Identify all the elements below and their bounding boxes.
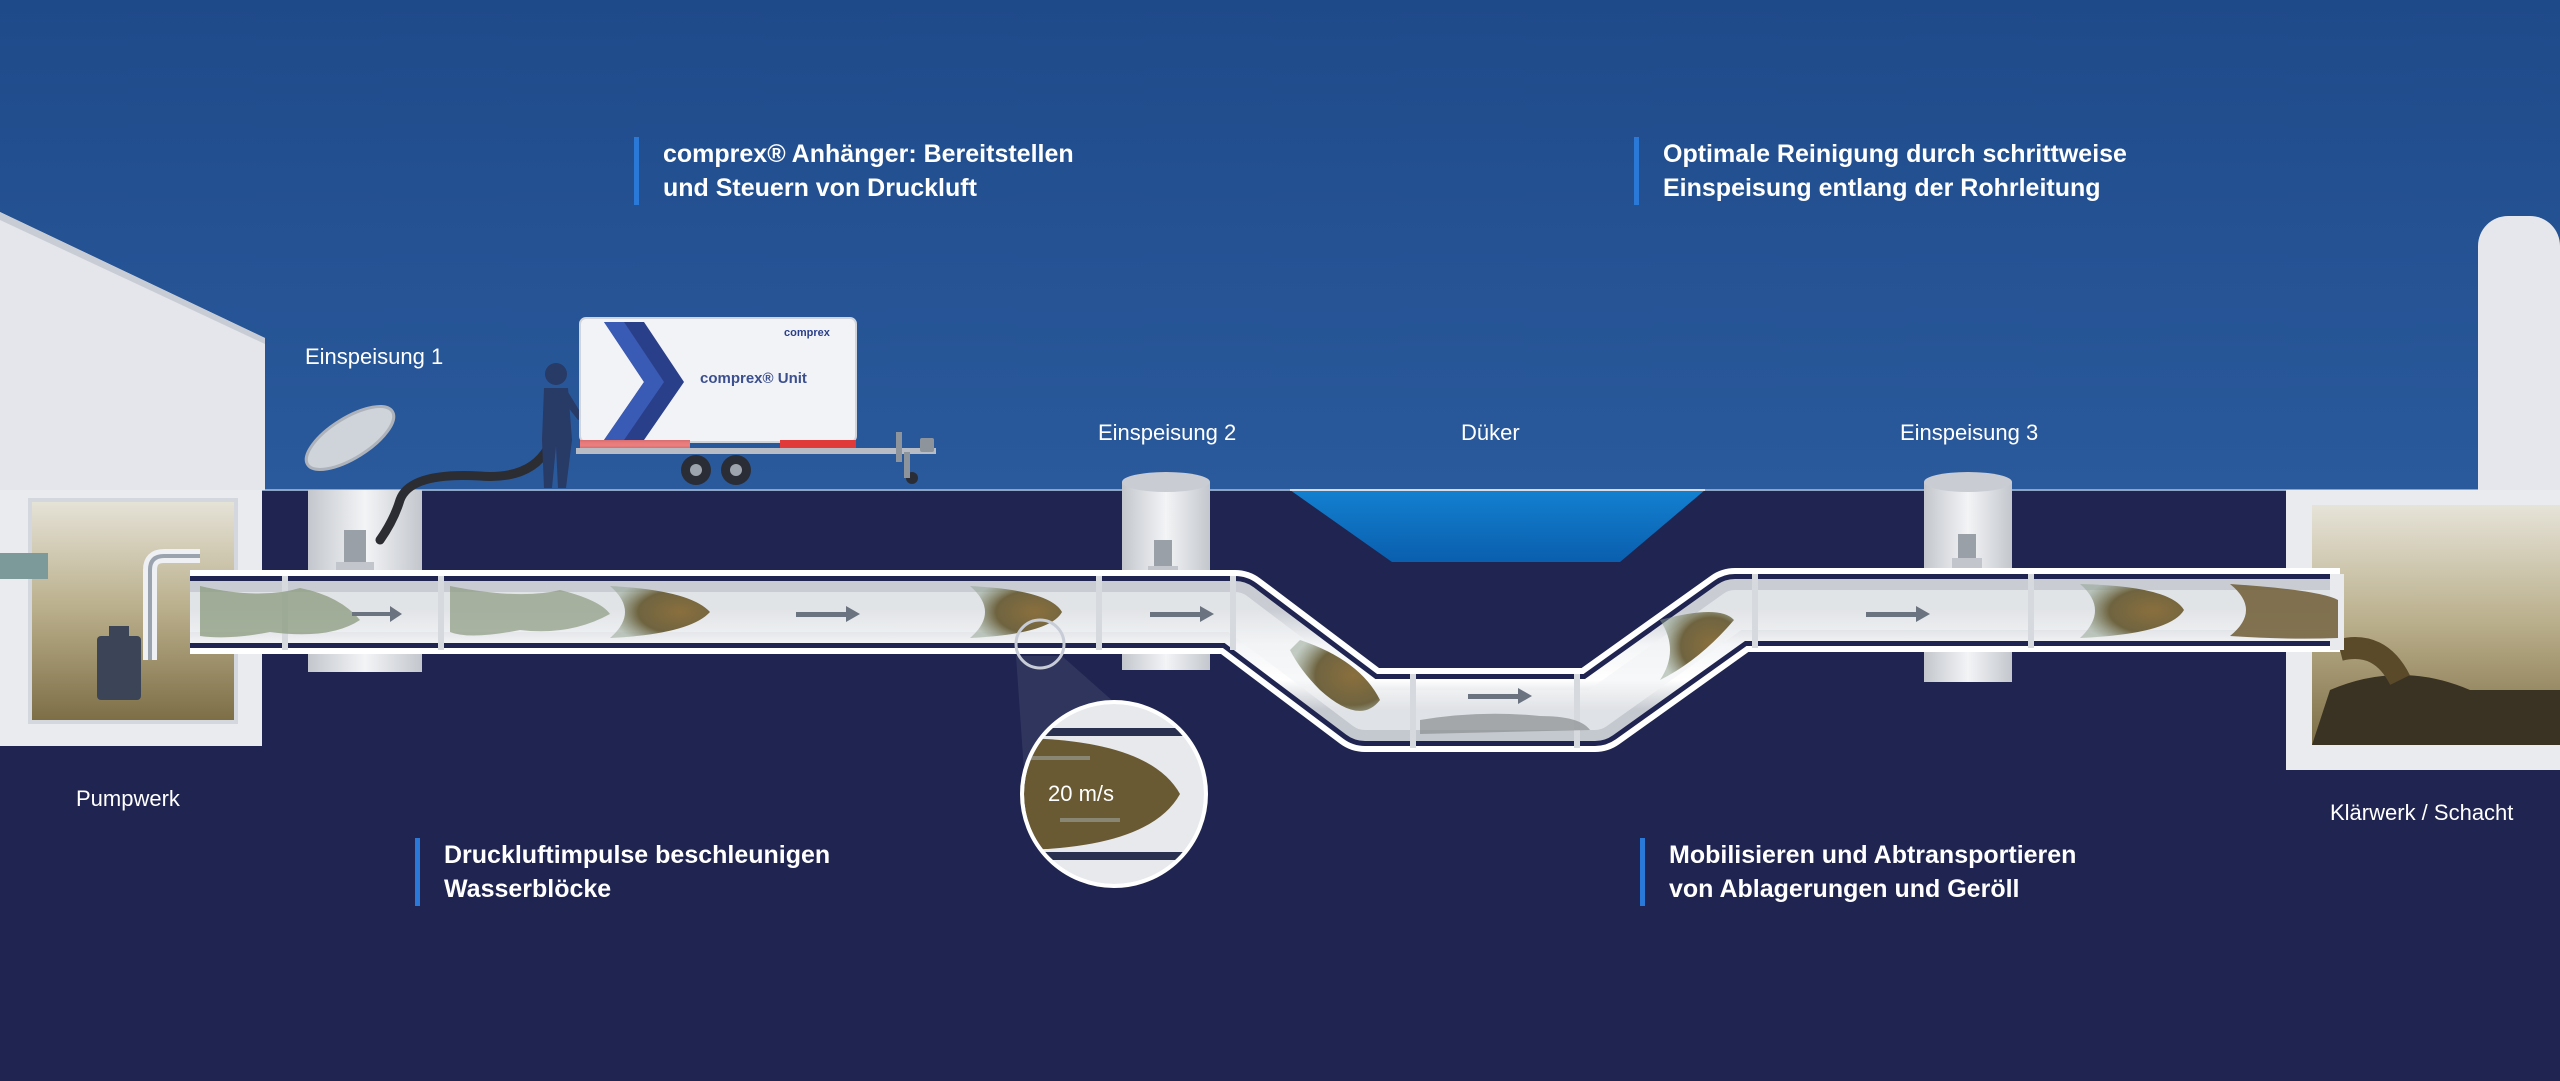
dueker-water	[1290, 489, 1705, 562]
sediment-blocks	[200, 584, 2338, 734]
label-feed-1: Einspeisung 1	[305, 344, 444, 369]
flow-arrows	[352, 606, 1930, 704]
callout-mobilize-line-2: von Ablagerungen und Geröll	[1669, 875, 2020, 903]
pump-station-building	[0, 212, 265, 746]
callout-mobilize-line-1: Mobilisieren und Abtransportieren	[1669, 841, 2077, 869]
label-dueker: Düker	[1461, 420, 1520, 445]
label-feed-2: Einspeisung 2	[1098, 420, 1237, 445]
zoom-detail	[1014, 618, 1208, 888]
callout-trailer: comprex® Anhänger: Bereitstellen und Ste…	[634, 137, 1074, 205]
callout-cleaning-line-2: Einspeisung entlang der Rohrleitung	[1663, 174, 2101, 202]
trailer-brand-small: comprex	[784, 327, 830, 339]
trailer-unit-label: comprex® Unit	[700, 370, 807, 387]
callout-impulses: Druckluftimpulse beschleunigen Wasserblö…	[415, 838, 830, 906]
callout-impulses-line-2: Wasserblöcke	[444, 875, 612, 903]
trailer	[576, 317, 936, 485]
callout-trailer-line-1: comprex® Anhänger: Bereitstellen	[663, 140, 1074, 168]
callout-mobilize: Mobilisieren und Abtransportieren von Ab…	[1640, 838, 2076, 906]
worker-figure	[542, 363, 584, 488]
zoom-speed-label: 20 m/s	[1048, 781, 1115, 806]
callout-trailer-line-2: und Steuern von Druckluft	[663, 174, 977, 202]
callout-cleaning: Optimale Reinigung durch schrittweise Ei…	[1634, 137, 2127, 205]
callout-impulses-line-1: Druckluftimpulse beschleunigen	[444, 841, 831, 869]
sky-background	[0, 0, 2560, 490]
open-lid	[304, 405, 396, 471]
label-feed-3: Einspeisung 3	[1900, 420, 2039, 445]
callout-cleaning-line-1: Optimale Reinigung durch schrittweise	[1663, 140, 2127, 168]
label-treatment-plant: Klärwerk / Schacht	[2330, 800, 2514, 825]
air-hose	[375, 443, 553, 545]
label-pump-station: Pumpwerk	[76, 786, 180, 811]
